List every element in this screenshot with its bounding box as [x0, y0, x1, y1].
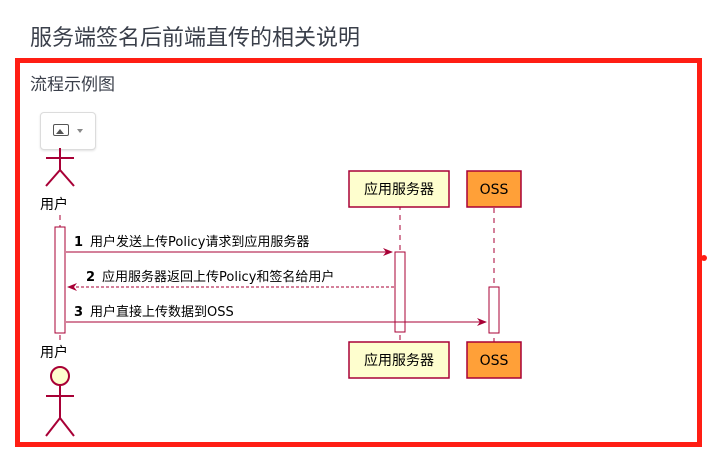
- image-placeholder-icon[interactable]: [40, 112, 96, 150]
- participant-oss-bottom: OSS: [466, 341, 522, 379]
- svg-text:OSS: OSS: [480, 353, 509, 369]
- user-activation-bar: [54, 226, 66, 334]
- svg-text:应用服务器: 应用服务器: [364, 352, 434, 369]
- message-1: 1 用户发送上传Policy请求到应用服务器: [66, 234, 393, 256]
- svg-text:3: 3: [74, 305, 83, 320]
- chevron-down-icon: [77, 129, 83, 133]
- highlight-frame: [15, 58, 702, 447]
- svg-text:应用服务器: 应用服务器: [364, 181, 434, 198]
- section-title: 流程示例图: [30, 75, 115, 95]
- svg-text:用户发送上传Policy请求到应用服务器: 用户发送上传Policy请求到应用服务器: [90, 234, 309, 250]
- participant-app-server-bottom: 应用服务器: [348, 341, 450, 379]
- svg-text:应用服务器返回上传Policy和签名给用户: 应用服务器返回上传Policy和签名给用户: [102, 269, 334, 285]
- actor-user-top-figure: [45, 148, 75, 187]
- picture-icon: [53, 124, 69, 136]
- svg-text:用户直接上传数据到OSS: 用户直接上传数据到OSS: [90, 304, 234, 320]
- oss-activation-bar: [488, 286, 500, 334]
- actor-user-top-label: 用户: [40, 196, 68, 213]
- red-marker-dot: [701, 255, 707, 261]
- app-server-activation-bar: [394, 251, 406, 333]
- svg-text:2: 2: [86, 270, 95, 285]
- svg-text:1: 1: [74, 235, 83, 250]
- participant-oss-top: OSS: [466, 170, 522, 208]
- message-3: 3 用户直接上传数据到OSS: [66, 304, 487, 326]
- message-2: 2 应用服务器返回上传Policy和签名给用户: [67, 269, 394, 291]
- actor-user-bottom-label: 用户: [40, 344, 68, 361]
- page-title: 服务端签名后前端直传的相关说明: [30, 26, 361, 51]
- participant-app-server-top: 应用服务器: [348, 170, 450, 208]
- svg-text:OSS: OSS: [480, 182, 509, 198]
- actor-user-bottom-figure: [45, 366, 75, 437]
